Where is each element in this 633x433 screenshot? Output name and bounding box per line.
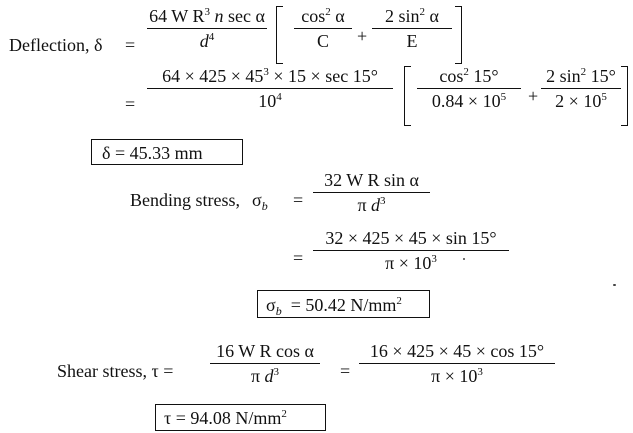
scan-speck <box>613 284 616 286</box>
bending-stress-symbol: σb <box>252 190 268 213</box>
fraction-denominator: d4 <box>199 31 215 51</box>
equals-sign: = <box>125 35 136 55</box>
bending-result-box: σb = 50.42 N/mm2 <box>257 290 430 318</box>
deflection-substituted-fraction: 64 × 425 × 453 × 15 × sec 15° 104 <box>147 67 393 110</box>
bending-result: σb = 50.42 N/mm2 <box>266 295 402 318</box>
deflection-result-box: δ = 45.33 mm <box>91 139 243 165</box>
left-bracket <box>404 66 411 126</box>
shear-stress-label: Shear stress, τ = <box>57 361 174 381</box>
bending-stress-label: Bending stress, <box>130 190 240 210</box>
sin-over-e-fraction: 2 sin2 α E <box>372 7 452 50</box>
plus-sign: + <box>357 26 368 46</box>
sin-15-fraction: 2 sin2 15° 2 × 105 <box>541 67 621 110</box>
shear-result: τ = 94.08 N/mm2 <box>164 408 287 428</box>
deflection-result: δ = 45.33 mm <box>102 143 203 163</box>
right-bracket <box>455 6 462 64</box>
fraction-numerator: 64 W R3 n sec α <box>149 6 265 26</box>
equals-sign: = <box>293 248 304 268</box>
bending-formula-fraction: 32 W R sin α π d3 <box>313 171 430 214</box>
bending-substituted-fraction: 32 × 425 × 45 × sin 15° π × 103 <box>313 229 509 272</box>
scan-speck <box>463 258 465 260</box>
left-bracket <box>276 6 283 64</box>
deflection-label: Deflection, δ <box>9 35 103 55</box>
right-bracket <box>621 66 628 126</box>
shear-result-box: τ = 94.08 N/mm2 <box>155 404 326 431</box>
deflection-formula-fraction: 64 W R3 n sec α d4 <box>147 7 267 50</box>
shear-formula-fraction: 16 W R cos α π d3 <box>210 342 320 385</box>
equals-sign: = <box>293 190 304 210</box>
cos-over-c-fraction: cos2 α C <box>294 7 352 50</box>
shear-substituted-fraction: 16 × 425 × 45 × cos 15° π × 103 <box>359 342 555 385</box>
fraction-bar <box>147 28 267 29</box>
cos-15-fraction: cos2 15° 0.84 × 105 <box>417 67 521 110</box>
equals-sign: = <box>340 361 351 381</box>
equals-sign: = <box>125 94 136 114</box>
plus-sign: + <box>528 86 539 106</box>
